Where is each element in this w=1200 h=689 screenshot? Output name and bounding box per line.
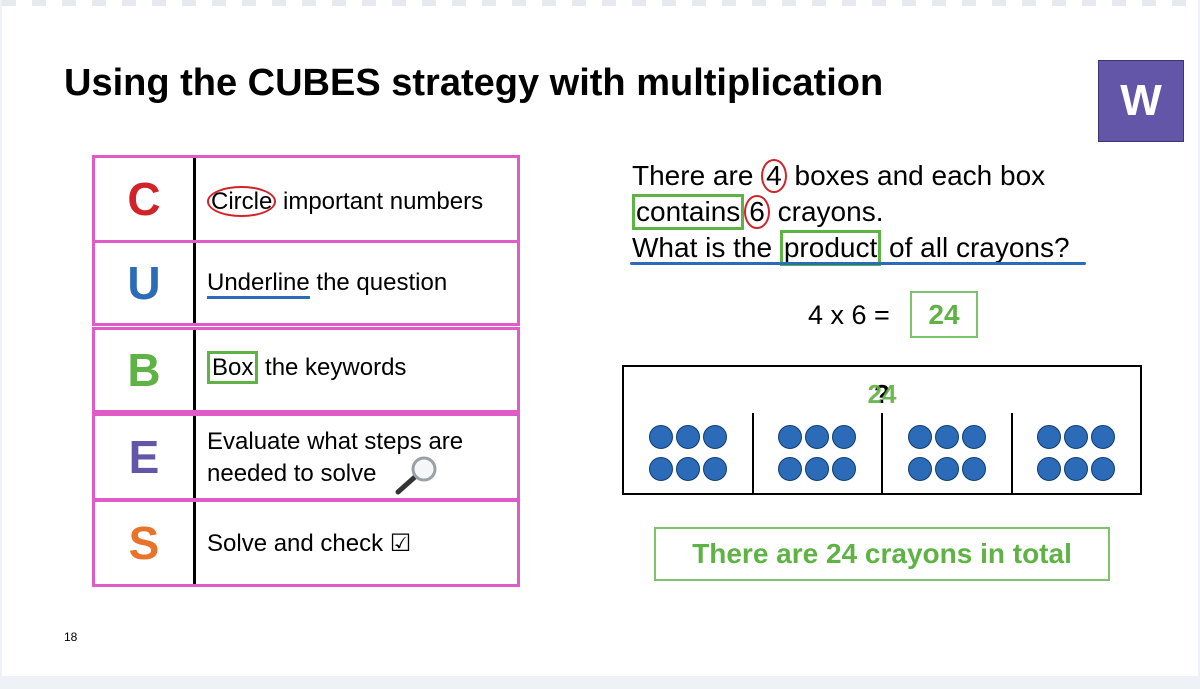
cubes-letter-u: U xyxy=(127,257,161,309)
cubes-desc-e: Evaluate what steps are needed to solve xyxy=(207,426,463,490)
crayon-dot-icon xyxy=(832,425,857,449)
crayon-dot-icon xyxy=(805,425,830,449)
question-underline xyxy=(630,262,1086,265)
keyword-box-contains: contains xyxy=(632,194,745,230)
problem-line-1: There are 4 boxes and each box xyxy=(632,158,1070,194)
crayon-dot-icon xyxy=(648,425,673,449)
cubes-desc-c-rest: important numbers xyxy=(276,188,484,215)
cubes-row-c: C Circle important numbers xyxy=(92,155,520,243)
crayon-dot-icon xyxy=(1091,425,1116,449)
circled-number-4: 4 xyxy=(761,159,787,193)
equation: 4 x 6 = xyxy=(808,300,890,330)
slide: Using the CUBES strategy with multiplica… xyxy=(2,0,1198,676)
bar-model-group xyxy=(754,413,883,493)
crayon-dot-icon xyxy=(1037,457,1062,481)
bar-model-total: ? 24 xyxy=(622,365,1142,417)
cubes-desc-u-rest: the question xyxy=(309,269,448,296)
row-divider xyxy=(193,502,196,584)
bar-model-question-mark: ? xyxy=(874,379,890,409)
bar-model-groups xyxy=(622,413,1142,495)
bar-model-group xyxy=(624,413,754,493)
problem-question: What is the product of all crayons? xyxy=(632,230,1070,266)
crayon-dot-icon xyxy=(832,457,857,481)
box-word: Box xyxy=(207,351,259,384)
cubes-letter-b: B xyxy=(127,344,161,396)
problem-text: of all crayons? xyxy=(881,232,1070,263)
w-badge: W xyxy=(1098,60,1184,142)
crayon-dot-icon xyxy=(1064,425,1089,449)
cubes-desc-c: Circle important numbers xyxy=(207,186,483,218)
problem-text: boxes and each box xyxy=(786,160,1046,191)
crayon-dot-icon xyxy=(702,425,727,449)
row-divider xyxy=(193,416,196,498)
crayon-dot-icon xyxy=(961,457,986,481)
crayon-dot-icon xyxy=(648,457,673,481)
cubes-row-u: U Underline the question xyxy=(92,240,520,326)
row-divider xyxy=(193,158,196,240)
row-divider xyxy=(193,243,196,323)
problem-text: crayons. xyxy=(769,196,884,227)
crayon-dot-icon xyxy=(907,425,932,449)
equation-answer-box: 24 xyxy=(910,291,978,338)
problem-text: There are xyxy=(632,160,762,191)
crayon-dot-icon xyxy=(907,457,932,481)
cubes-table: C Circle important numbers U Underline t… xyxy=(92,155,520,589)
crayon-dot-icon xyxy=(702,457,727,481)
cubes-row-e: E Evaluate what steps are needed to solv… xyxy=(92,413,520,501)
cubes-desc-e-line2: needed to solve xyxy=(207,460,377,487)
crayon-dot-icon xyxy=(934,425,959,449)
top-border-decoration xyxy=(2,0,1198,6)
slide-title: Using the CUBES strategy with multiplica… xyxy=(64,62,884,104)
bar-model-total-value: 24 xyxy=(867,379,897,409)
crayon-dot-icon xyxy=(1064,457,1089,481)
magnifying-glass-icon xyxy=(395,456,437,495)
cubes-letter-s: S xyxy=(128,517,160,569)
cubes-desc-u: Underline the question xyxy=(207,267,447,299)
cubes-row-s: S Solve and check ☑ xyxy=(92,499,520,587)
row-divider xyxy=(193,330,196,410)
conclusion-box: There are 24 crayons in total xyxy=(654,527,1110,581)
bar-model-group xyxy=(883,413,1013,493)
crayon-dot-icon xyxy=(675,457,700,481)
crayon-dot-icon xyxy=(1037,425,1062,449)
cubes-letter-e: E xyxy=(128,431,160,483)
page-number: 18 xyxy=(64,630,78,644)
crayon-dot-icon xyxy=(675,425,700,449)
cubes-letter-c: C xyxy=(127,173,161,225)
circle-word: Circle xyxy=(207,186,277,217)
crayon-dot-icon xyxy=(778,457,803,481)
cubes-desc-e-line1: Evaluate what steps are xyxy=(207,428,464,455)
bar-model-group xyxy=(1013,413,1141,493)
crayon-dot-icon xyxy=(961,425,986,449)
crayon-dot-icon xyxy=(934,457,959,481)
cubes-desc-b-rest: the keywords xyxy=(258,354,407,381)
underline-word: Underline xyxy=(207,269,310,299)
problem-text: What is the xyxy=(632,232,780,263)
crayon-dot-icon xyxy=(778,425,803,449)
cubes-desc-s: Solve and check ☑ xyxy=(207,530,412,557)
cubes-row-b: B Box the keywords xyxy=(92,327,520,413)
cubes-desc-b: Box the keywords xyxy=(207,351,407,384)
circled-number-6: 6 xyxy=(744,195,770,229)
crayon-dot-icon xyxy=(1091,457,1116,481)
keyword-box-product: product xyxy=(779,230,882,266)
crayon-dot-icon xyxy=(805,457,830,481)
